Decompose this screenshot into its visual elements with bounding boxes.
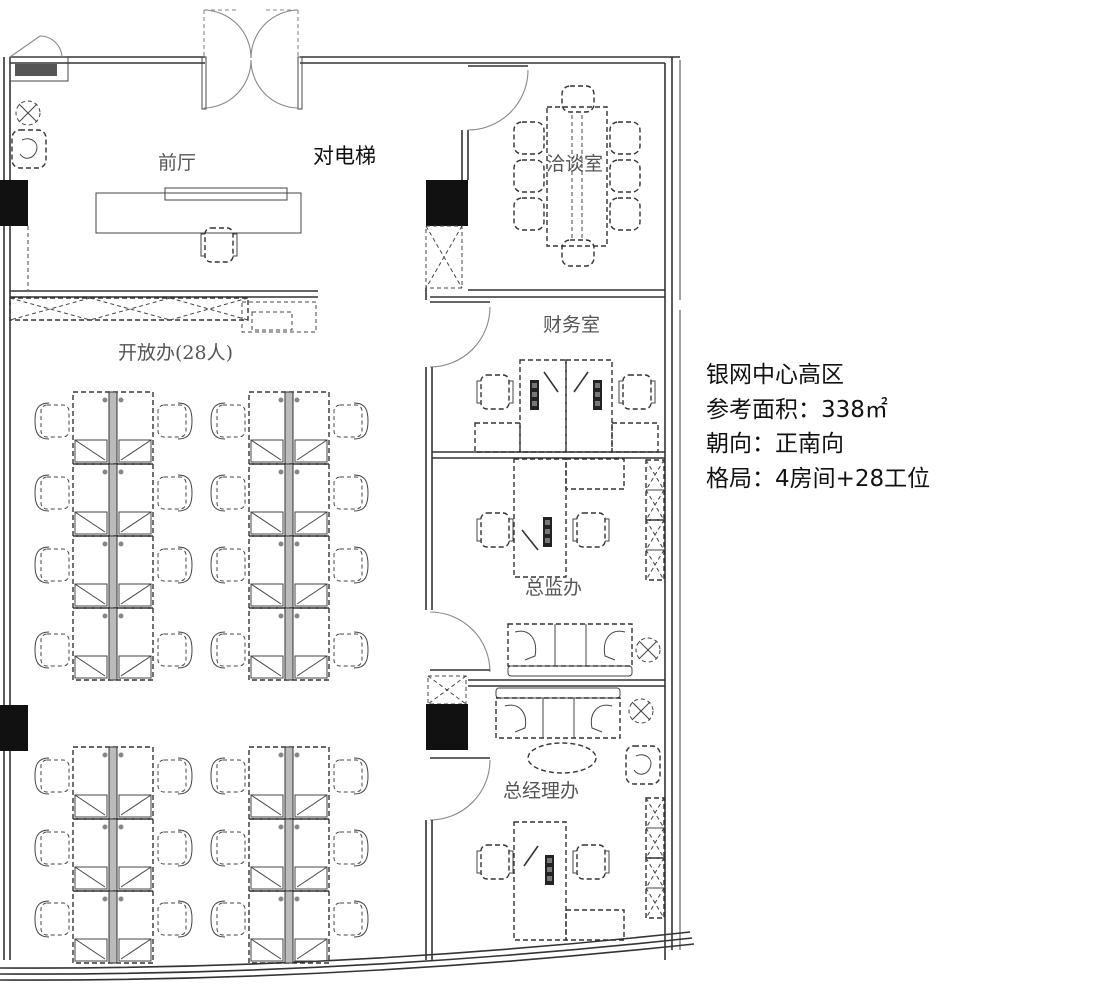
workstation-cluster-top-left <box>34 391 193 681</box>
property-info: 银网中心高区 参考面积：338㎡ 朝向：正南向 格局：4房间+28工位 <box>706 358 930 496</box>
storage-cabinets <box>9 290 318 333</box>
corner-shaft <box>9 35 69 82</box>
workstation-cluster-bottom-left <box>34 746 193 964</box>
armchair-icon <box>11 129 47 169</box>
room-label-open-office: 开放办(28人) <box>118 342 233 364</box>
column <box>0 180 28 226</box>
sofa-set-top <box>507 623 633 677</box>
corridor-walls <box>425 65 665 960</box>
entrance-double-door <box>201 9 303 110</box>
plant-icon <box>15 100 41 126</box>
workstation-cluster-bottom-right <box>210 746 369 964</box>
meeting-table <box>546 106 608 247</box>
sofa-set-bottom <box>495 687 621 739</box>
property-area: 参考面积：338㎡ <box>706 396 888 423</box>
director-desk <box>476 458 665 581</box>
column <box>0 705 28 751</box>
property-layout: 格局：4房间+28工位 <box>706 465 931 492</box>
coffee-table <box>527 742 597 774</box>
room-label-gm: 总经理办 <box>503 780 579 802</box>
room-label-director: 总监办 <box>525 577 582 599</box>
room-label-finance: 财务室 <box>543 314 600 336</box>
property-name: 银网中心高区 <box>706 362 844 388</box>
property-orientation: 朝向：正南向 <box>706 431 844 457</box>
plant-icon <box>635 637 661 663</box>
workstation-cluster-top-right <box>210 391 369 681</box>
finance-desks <box>474 359 659 453</box>
outer-walls <box>0 56 695 981</box>
room-label-meeting: 洽谈室 <box>546 153 603 175</box>
gm-desk <box>476 797 665 941</box>
armchair-icon <box>625 745 661 785</box>
room-label-lobby: 前厅 <box>158 152 196 174</box>
plant-icon <box>628 698 654 724</box>
meeting-chairs <box>513 85 641 267</box>
reception-desk <box>95 187 302 234</box>
room-label-elevator: 对电梯 <box>313 144 376 168</box>
